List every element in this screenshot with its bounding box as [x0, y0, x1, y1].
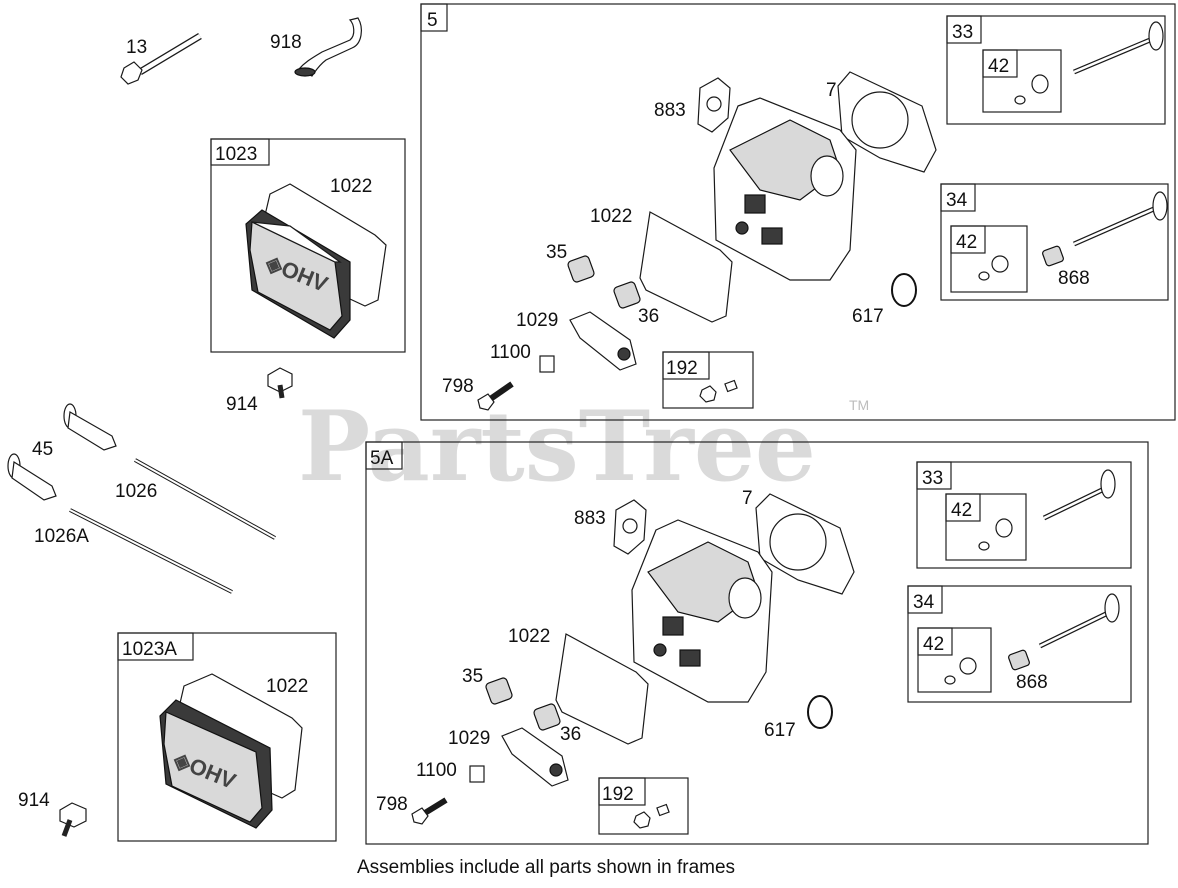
subassembly-34-5a[interactable]: 34 42 868 — [907, 585, 1132, 703]
bolt-13[interactable]: 13 — [120, 32, 202, 85]
label-883: 883 — [654, 100, 686, 121]
label-617-a: 617 — [764, 720, 796, 741]
frame-tag-5: 5 — [427, 10, 438, 31]
label-35-a: 35 — [462, 666, 483, 687]
spring-35-a[interactable]: 35 — [462, 666, 513, 705]
label-798-a: 798 — [376, 794, 408, 815]
label-617: 617 — [852, 306, 884, 327]
spring-36[interactable]: 36 — [613, 281, 659, 327]
ring-617-a[interactable]: 617 — [764, 695, 833, 741]
label-1026: 1026 — [115, 481, 157, 502]
cylinder-head-5a[interactable] — [631, 519, 773, 703]
subassembly-33-5[interactable]: 33 42 — [946, 15, 1166, 125]
label-1026a: 1026A — [34, 526, 89, 547]
guide-1100-a[interactable]: 1100 — [416, 760, 485, 783]
label-1022-frame-1023a: 1022 — [266, 676, 308, 697]
label-914-lower: 914 — [18, 790, 50, 811]
gasket-1022-5a[interactable]: 1022 — [508, 626, 649, 745]
pushrod-1026[interactable]: 1026 — [115, 458, 276, 540]
valve-cover-1023a[interactable]: ◈OHV — [159, 699, 273, 829]
watermark-trademark: TM — [849, 397, 869, 413]
pushrod-1026a[interactable]: 1026A — [34, 508, 233, 594]
head-gasket-7[interactable]: 7 — [826, 71, 937, 173]
label-7: 7 — [826, 80, 837, 101]
frame-tag-5a: 5A — [370, 448, 394, 469]
label-1100-a: 1100 — [416, 760, 457, 781]
label-1022-frame-1023: 1022 — [330, 176, 372, 197]
watermark-text: PartsTree — [298, 390, 816, 503]
footer-note: Assemblies include all parts shown in fr… — [357, 857, 735, 878]
frame-tag-1023a: 1023A — [122, 639, 177, 660]
frame-1023a: 1023A 1022 ◈OHV — [117, 632, 337, 842]
frame-tag-1023: 1023 — [215, 144, 257, 165]
subassembly-33-5a[interactable]: 33 42 — [916, 461, 1132, 569]
label-7-a: 7 — [742, 488, 753, 509]
label-13: 13 — [126, 37, 147, 58]
frame-tag-33-5a: 33 — [922, 468, 943, 489]
stud-798[interactable]: 798 — [442, 376, 514, 411]
label-883-a: 883 — [574, 508, 606, 529]
label-1029-a: 1029 — [448, 728, 490, 749]
valve-cover-1023[interactable]: ◈OHV — [245, 209, 351, 339]
label-45: 45 — [32, 439, 53, 460]
label-1100: 1100 — [490, 342, 531, 363]
tappet-45[interactable]: 45 — [7, 403, 117, 501]
frame-1023: 1023 1022 ◈OHV — [210, 138, 406, 353]
assembly-5a: 5A 883 7 1022 35 36 — [365, 441, 1149, 845]
label-1022-5a: 1022 — [508, 626, 550, 647]
gasket-883-a[interactable]: 883 — [574, 499, 647, 555]
subassembly-192-5a[interactable]: 192 — [598, 777, 689, 835]
ring-617[interactable]: 617 — [852, 273, 917, 327]
subassembly-34-5[interactable]: 34 42 868 — [940, 183, 1169, 301]
guide-1100[interactable]: 1100 — [490, 342, 555, 373]
label-918: 918 — [270, 32, 302, 53]
spring-36-a[interactable]: 36 — [533, 703, 581, 745]
breather-tube-918[interactable]: 918 — [270, 17, 362, 77]
frame-tag-192-5: 192 — [666, 358, 698, 379]
screw-914-upper[interactable]: 914 — [226, 367, 293, 415]
rocker-arm-1029[interactable]: 1029 — [516, 310, 637, 371]
gasket-1022-5[interactable]: 1022 — [590, 206, 733, 323]
gasket-883[interactable]: 883 — [654, 77, 731, 133]
subassembly-192-5[interactable]: 192 — [662, 351, 754, 409]
assembly-5: 5 883 7 1022 35 — [420, 3, 1176, 421]
frame-tag-42-33-5a: 42 — [951, 500, 972, 521]
screw-914-lower[interactable]: 914 — [18, 790, 87, 837]
label-798: 798 — [442, 376, 474, 397]
frame-tag-34-5: 34 — [946, 190, 968, 211]
label-868-5: 868 — [1058, 268, 1090, 289]
rocker-arm-1029-a[interactable]: 1029 — [448, 727, 569, 787]
label-1022-5: 1022 — [590, 206, 632, 227]
frame-tag-42-34-5: 42 — [956, 232, 977, 253]
frame-tag-33-5: 33 — [952, 22, 973, 43]
head-gasket-7-a[interactable]: 7 — [742, 488, 855, 595]
label-36: 36 — [638, 306, 659, 327]
label-868-5a: 868 — [1016, 672, 1048, 693]
frame-tag-34-5a: 34 — [913, 592, 935, 613]
frame-tag-42-34-5a: 42 — [923, 634, 944, 655]
label-35: 35 — [546, 242, 567, 263]
spring-35[interactable]: 35 — [546, 242, 595, 283]
label-914-upper: 914 — [226, 394, 258, 415]
frame-tag-192-5a: 192 — [602, 784, 634, 805]
label-36-a: 36 — [560, 724, 581, 745]
stud-798-a[interactable]: 798 — [376, 794, 448, 825]
cylinder-head-5[interactable] — [713, 97, 857, 281]
frame-tag-42-33-5: 42 — [988, 56, 1009, 77]
label-1029: 1029 — [516, 310, 558, 331]
